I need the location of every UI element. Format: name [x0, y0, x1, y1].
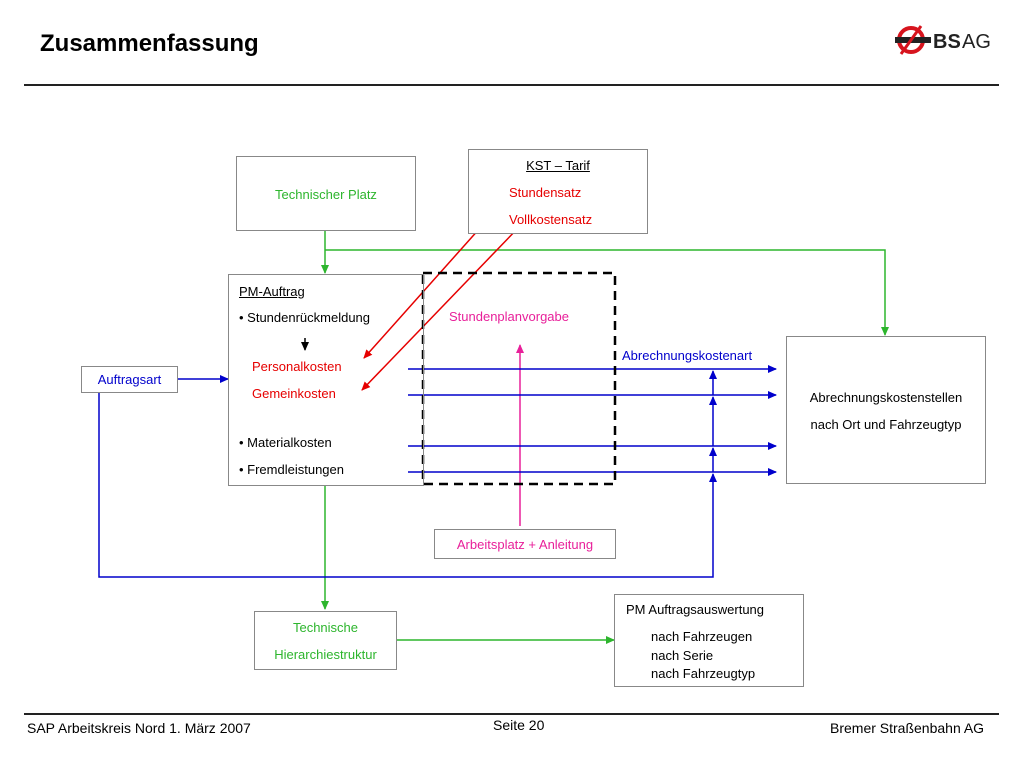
- kostenstellen-line2: nach Ort und Fahrzeugtyp: [810, 417, 962, 432]
- header-rule: [24, 84, 999, 86]
- logo-text-bold: BS: [933, 31, 961, 53]
- materialkosten-label: • Materialkosten: [239, 435, 332, 450]
- technischer-platz-box: Technischer Platz: [236, 156, 416, 231]
- footer-rule: [24, 713, 999, 715]
- gemeinkosten-label: Gemeinkosten: [252, 386, 336, 401]
- auswertung-line3: nach Fahrzeugtyp: [651, 666, 756, 681]
- bsag-logo: BS AG: [895, 25, 991, 55]
- stundensatz-label: Stundensatz: [509, 185, 582, 200]
- fremdleistungen-label: • Fremdleistungen: [239, 462, 344, 477]
- auswertung-line1: nach Fahrzeugen: [651, 629, 753, 644]
- footer-left: SAP Arbeitskreis Nord 1. März 2007: [27, 720, 251, 736]
- page-title: Zusammenfassung: [40, 30, 259, 57]
- auswertung-line2: nach Serie: [651, 648, 714, 663]
- abrechnungskostenart-label: Abrechnungskostenart: [622, 348, 753, 363]
- footer-right: Bremer Straßenbahn AG: [830, 720, 985, 736]
- footer-page-number: Seite 20: [493, 717, 545, 733]
- pm-auftrag-box: PM-Auftrag • Stundenrückmeldung Personal…: [228, 274, 424, 486]
- arrow-vollkostensatz-to-gemeinkosten: [361, 225, 521, 391]
- technischer-platz-label: Technischer Platz: [275, 187, 377, 202]
- hierarchie-line2: Hierarchiestruktur: [274, 647, 377, 662]
- pm-auswertung-box: PM Auftragsauswertung nach Fahrzeugen na…: [614, 594, 804, 687]
- stundenrueckmeldung-label: • Stundenrückmeldung: [239, 310, 371, 325]
- auftragsart-box: Auftragsart: [81, 366, 178, 393]
- technische-hierarchie-box: Technische Hierarchiestruktur: [254, 611, 397, 670]
- arbeitsplatz-box: Arbeitsplatz + Anleitung: [434, 529, 616, 559]
- abrechnungskostenstellen-box: Abrechnungskostenstellen nach Ort und Fa…: [786, 336, 986, 484]
- pm-auftrag-heading: PM-Auftrag: [239, 284, 305, 299]
- hierarchie-line1: Technische: [292, 620, 359, 635]
- stundenplanvorgabe-label: Stundenplanvorgabe: [449, 309, 569, 324]
- kostenstellen-line1: Abrechnungskostenstellen: [809, 390, 963, 405]
- personalkosten-label: Personalkosten: [252, 359, 342, 374]
- stundenplan-dashed-frame: [421, 271, 617, 486]
- auftragsart-label: Auftragsart: [97, 372, 162, 387]
- logo-text-light: AG: [962, 31, 991, 53]
- arbeitsplatz-label: Arbeitsplatz + Anleitung: [456, 537, 594, 552]
- kst-tarif-box: KST – Tarif Stundensatz Vollkostensatz: [468, 149, 648, 234]
- arrow-platz-to-kostenstellen: [325, 249, 889, 336]
- auswertung-heading: PM Auftragsauswertung: [626, 602, 765, 617]
- vollkostensatz-label: Vollkostensatz: [509, 212, 593, 227]
- kst-tarif-heading: KST – Tarif: [526, 158, 590, 173]
- arrow-auftragsart-loop: [98, 393, 717, 578]
